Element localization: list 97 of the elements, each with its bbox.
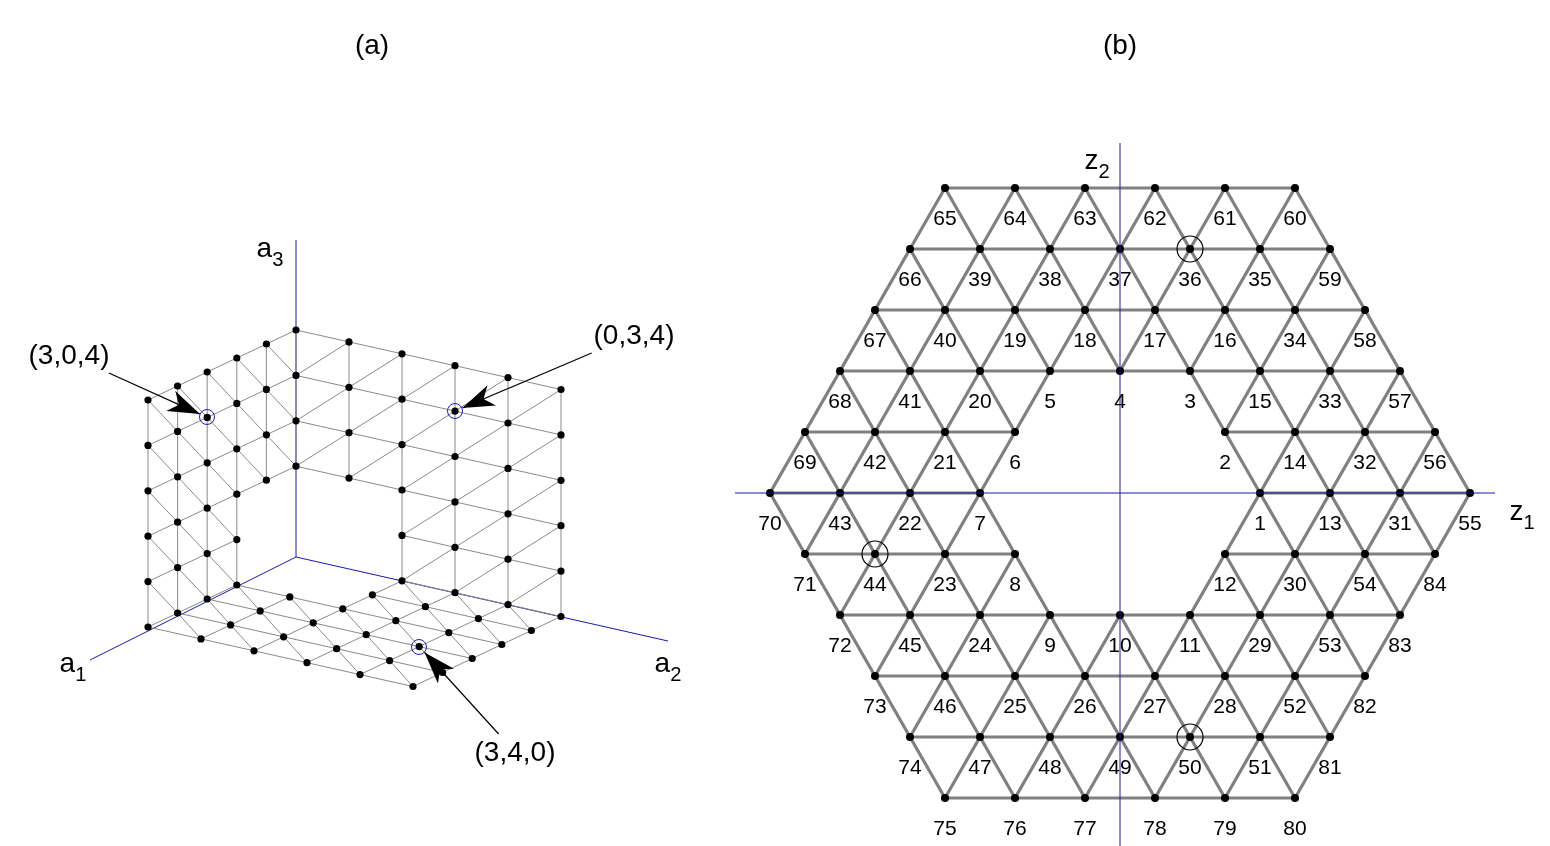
leader-arrow [108,372,201,415]
point-number: 16 [1213,328,1237,350]
point-number: 68 [828,389,852,411]
point-number: 43 [828,511,852,533]
point-number: 61 [1213,206,1237,228]
point-number: 74 [898,755,922,777]
point-number: 40 [933,328,957,350]
leader-arrow [461,352,593,409]
point-number: 48 [1038,755,1062,777]
point-number: 11 [1179,633,1201,655]
point-number: 71 [793,572,817,594]
point-number: 46 [933,694,957,716]
point-number: 18 [1073,328,1097,350]
point-number: 38 [1038,267,1062,289]
point-number: 73 [863,694,887,716]
point-number: 36 [1178,267,1202,289]
point-number: 1 [1254,511,1266,533]
coordinate-label: (3,4,0) [463,734,567,770]
point-number: 25 [1003,694,1027,716]
point-number: 15 [1248,389,1272,411]
point-number: 26 [1073,694,1097,716]
point-number: 45 [898,633,922,655]
point-number: 54 [1353,572,1377,594]
point-number: 7 [974,511,986,533]
point-number: 64 [1003,206,1027,228]
axis-label: a$_{1}$ [59,649,87,685]
point-number: 65 [933,206,957,228]
point-number: 50 [1178,755,1202,777]
point-number: 19 [1003,328,1027,350]
point-number: 57 [1388,389,1412,411]
point-number: 77 [1073,816,1097,838]
point-number: 67 [863,328,887,350]
point-number: 75 [933,816,957,838]
point-number: 60 [1283,206,1307,228]
point-number: 79 [1213,816,1237,838]
point-number: 53 [1318,633,1342,655]
point-number: 30 [1283,572,1307,594]
point-number: 81 [1318,755,1342,777]
point-number: 59 [1318,267,1342,289]
point-number: 72 [828,633,852,655]
point-number: 2 [1219,450,1231,472]
point-number: 29 [1248,633,1272,655]
point-number: 80 [1283,816,1307,838]
point-number: 14 [1283,450,1307,472]
coordinate-label: (3,0,4) [17,337,121,373]
point-number: 55 [1458,511,1482,533]
point-number: 27 [1143,694,1167,716]
point-number: 6 [1009,450,1021,472]
point-number: 51 [1248,755,1272,777]
point-number: 37 [1108,267,1132,289]
point-number: 42 [863,450,887,472]
axis-label: z$_{1}$ [1509,497,1535,533]
point-number: 32 [1353,450,1377,472]
point-number: 62 [1143,206,1167,228]
point-number: 13 [1318,511,1342,533]
axis-label: a$_{2}$ [654,649,682,685]
point-number: 58 [1353,328,1377,350]
panel-label: (a) [354,31,390,59]
point-number: 49 [1108,755,1132,777]
point-number: 52 [1283,694,1307,716]
point-number: 22 [898,511,922,533]
point-number: 56 [1423,450,1447,472]
axis-label: a$_{3}$ [256,234,284,270]
point-number: 9 [1044,633,1056,655]
point-number: 76 [1003,816,1027,838]
point-number: 44 [863,572,887,594]
point-number: 70 [758,511,782,533]
point-number: 12 [1213,572,1237,594]
point-number: 66 [898,267,922,289]
point-number: 69 [793,450,817,472]
point-number: 23 [933,572,957,594]
point-number: 5 [1044,389,1056,411]
point-number: 47 [968,755,992,777]
point-number: 31 [1388,511,1412,533]
point-number: 82 [1353,694,1377,716]
leader-arrow [423,651,500,735]
point-number: 20 [968,389,992,411]
point-number: 10 [1108,633,1132,655]
point-number: 41 [898,389,922,411]
point-number: 24 [968,633,992,655]
point-number: 17 [1143,328,1167,350]
point-number: 34 [1283,328,1307,350]
point-number: 35 [1248,267,1272,289]
point-number: 39 [968,267,992,289]
point-number: 33 [1318,389,1342,411]
point-number: 63 [1073,206,1097,228]
axis-label: z$_{2}$ [1084,146,1110,182]
point-number: 84 [1423,572,1447,594]
point-number: 78 [1143,816,1167,838]
point-number: 28 [1213,694,1237,716]
point-number: 8 [1009,572,1021,594]
point-number: 21 [933,450,957,472]
coordinate-label: (0,3,4) [582,317,686,353]
point-number: 4 [1114,389,1126,411]
point-number: 3 [1184,389,1196,411]
point-number: 83 [1388,633,1412,655]
panel-label: (b) [1102,31,1138,59]
